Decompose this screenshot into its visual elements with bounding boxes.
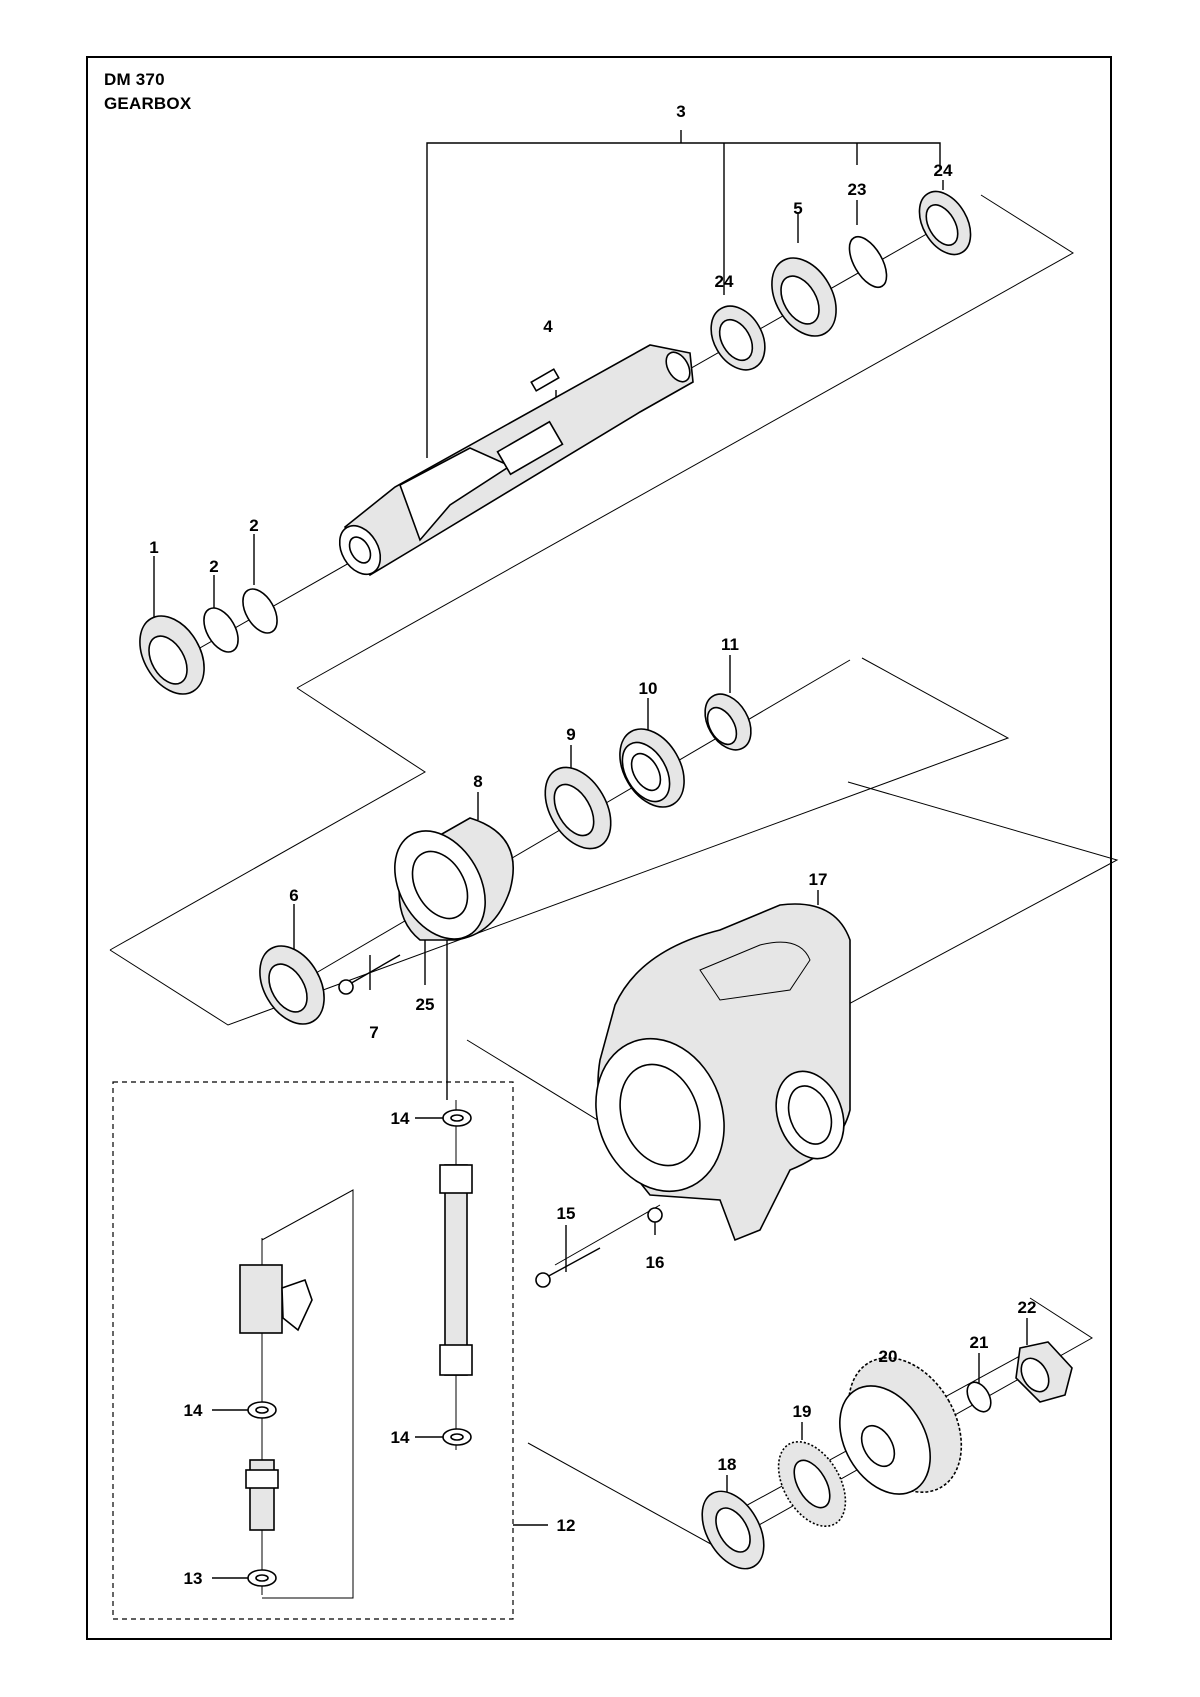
- callout-labels: 1 2 2 3 4 5 23 24 24 6 7 8 9 10 11 25 17…: [149, 102, 1036, 1588]
- part-1-seal: [139, 615, 205, 695]
- section-title: GEARBOX: [104, 94, 192, 113]
- water-nipple: [245, 1459, 279, 1531]
- water-valve-kit-group: [112, 1081, 548, 1620]
- kit-12-dashed-box: [112, 1081, 514, 1620]
- callout-19: 19: [793, 1402, 812, 1421]
- gearbox-housing-group: [466, 781, 1119, 1288]
- water-hose-nipple: [439, 1164, 473, 1376]
- part-2-ring-a: [203, 607, 239, 653]
- callout-3: 3: [676, 102, 685, 121]
- callout-4: 4: [543, 317, 553, 336]
- callout-10: 10: [639, 679, 658, 698]
- callout-25: 25: [416, 995, 435, 1014]
- part-24-sleeve-b: [918, 190, 972, 256]
- part-3-shaft: [338, 344, 694, 577]
- part-6-seal: [259, 945, 325, 1025]
- part-20-gear: [839, 1357, 963, 1495]
- callout-24b: 24: [715, 272, 734, 291]
- part-14-washer-b: [442, 1428, 472, 1446]
- callout-7: 7: [369, 1023, 378, 1042]
- callout-11: 11: [721, 635, 739, 654]
- callout-9: 9: [566, 725, 575, 744]
- callout-2a: 2: [209, 557, 218, 576]
- part-14-washer-a: [442, 1109, 472, 1127]
- callout-24a: 24: [934, 161, 953, 180]
- part-9-seal: [544, 766, 612, 850]
- callout-16: 16: [646, 1253, 665, 1272]
- part-22-nut: [1015, 1341, 1073, 1403]
- callout-5: 5: [793, 199, 802, 218]
- part-10-bearing: [619, 728, 685, 808]
- callout-17: 17: [809, 870, 828, 889]
- callout-2b: 2: [249, 516, 258, 535]
- callout-20: 20: [879, 1347, 898, 1366]
- callout-8: 8: [473, 772, 482, 791]
- callout-13: 13: [184, 1569, 203, 1588]
- bearing-housing-group: [109, 655, 1010, 1100]
- callout-14a: 14: [391, 1109, 410, 1128]
- callout-23: 23: [848, 180, 867, 199]
- part-8-housing: [394, 817, 514, 941]
- shaft-assembly-group: [109, 130, 1074, 951]
- callout-14b: 14: [184, 1401, 203, 1420]
- callout-18: 18: [718, 1455, 737, 1474]
- gear-set-group: [527, 1297, 1093, 1570]
- part-16-washer: [647, 1207, 663, 1223]
- part-5-seal: [771, 257, 837, 337]
- part-24-sleeve-a: [710, 305, 766, 371]
- part-13-washer: [247, 1569, 277, 1587]
- part-2-ring-b: [242, 588, 278, 634]
- part-19-spring-washer: [777, 1440, 847, 1528]
- model-title: DM 370: [104, 70, 165, 89]
- part-4-key: [530, 368, 560, 392]
- part-14-washer-c: [247, 1401, 277, 1419]
- callout-22: 22: [1018, 1298, 1037, 1317]
- callout-15: 15: [557, 1204, 576, 1223]
- part-7-screw: [338, 954, 401, 995]
- callout-14c: 14: [391, 1428, 410, 1447]
- water-valve: [239, 1264, 313, 1334]
- part-23-ring: [848, 235, 888, 289]
- callout-21: 21: [970, 1333, 989, 1352]
- callout-1: 1: [149, 538, 158, 557]
- part-17-gearbox-housing: [595, 903, 851, 1242]
- callout-6: 6: [289, 886, 298, 905]
- diagram-border: [86, 56, 1112, 1640]
- part-21-ring: [966, 1381, 992, 1413]
- part-11-needle-bearing: [704, 693, 752, 751]
- part-18-washer: [701, 1490, 765, 1570]
- callout-12: 12: [557, 1516, 576, 1535]
- part-15-screw: [535, 1247, 601, 1288]
